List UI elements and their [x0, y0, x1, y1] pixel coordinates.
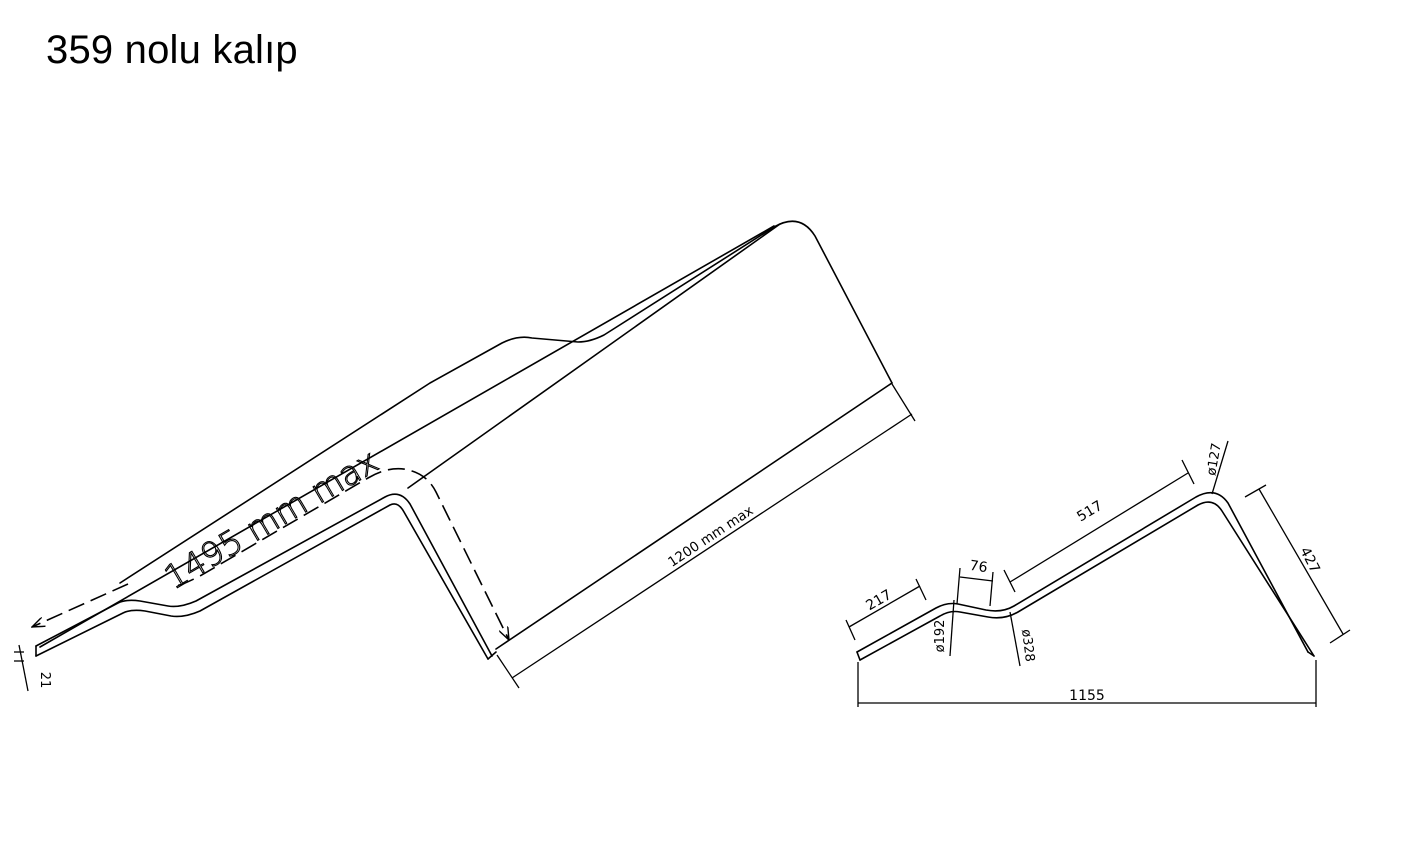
dim-517-ext-right [1181, 459, 1195, 485]
width-extension-left [496, 654, 520, 689]
dim-76-label: 76 [969, 558, 989, 576]
width-extension-right [891, 383, 916, 422]
thickness-dimension-line [18, 644, 29, 692]
profile-section-end-right [1307, 651, 1315, 657]
profile-outline-outer [35, 493, 493, 657]
length-dashed-tail [32, 583, 129, 627]
dim-427-line [1258, 488, 1344, 635]
dim-217-ext-right [915, 578, 927, 601]
dim-76-line [959, 576, 994, 582]
radius-192-label: ø192 [933, 620, 948, 653]
sheet-top-edge [119, 220, 893, 584]
dim-76-ext-left [956, 567, 961, 605]
dim-217-ext-left [845, 619, 856, 641]
radius-127-leader [1211, 440, 1229, 495]
dim-427-ext-top [1244, 484, 1267, 498]
thickness-label: 21 [37, 672, 52, 689]
sheet-ridge-edge [407, 223, 781, 489]
sheet-right-edge [495, 382, 893, 650]
dim-76-ext-right [989, 571, 994, 607]
page-title: 359 nolu kalıp [46, 28, 298, 72]
radius-328-label: ø328 [1018, 628, 1037, 662]
dim-1155-label: 1155 [1069, 688, 1105, 704]
radius-192-leader [949, 599, 955, 657]
profile-section-end-left [856, 651, 861, 661]
isometric-view: 1495 mm max 1200 mm max 21 [14, 220, 916, 692]
length-dashed-path [177, 467, 509, 640]
dim-217-line [848, 585, 921, 628]
width-dimension-line [511, 413, 913, 679]
dim-517-ext-left [1003, 569, 1016, 593]
width-label: 1200 mm max [665, 503, 756, 571]
profile-view: 217 76 517 427 1155 ø192 ø328 ø127 [845, 440, 1351, 707]
dim-427-ext-bottom [1329, 629, 1351, 644]
profile-outline-inner [35, 503, 489, 660]
dim-517-label: 517 [1074, 498, 1105, 525]
profile-section-inner [859, 501, 1315, 661]
sheet-left-edge [39, 225, 775, 648]
profile-section-outer [856, 491, 1309, 653]
profile-end-cap-right [487, 651, 497, 660]
dim-517-line [1009, 472, 1189, 583]
radius-328-leader [1009, 611, 1021, 667]
radius-127-label: ø127 [1204, 442, 1224, 477]
length-label: 1495 mm max [157, 441, 385, 597]
